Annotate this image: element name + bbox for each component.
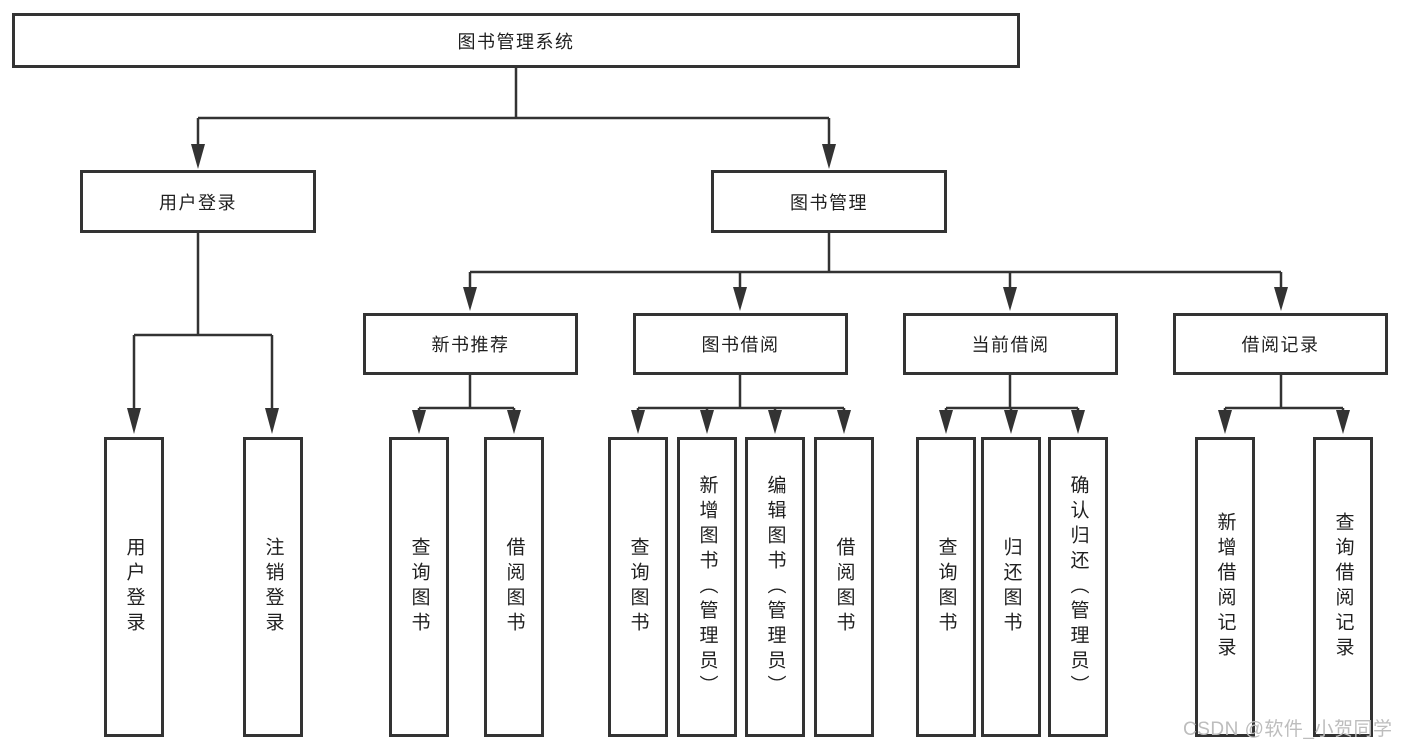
node-label: 当前借阅 xyxy=(971,335,1050,355)
node-label: 注销登录 xyxy=(262,537,284,637)
connector-userlogin-to-leaves xyxy=(132,233,274,409)
node-label: 借阅图书 xyxy=(503,537,525,637)
connector-newbook-to-leaves xyxy=(417,375,516,411)
node-borrow-books-borrow: 借阅图书 xyxy=(814,437,874,737)
node-label: 归还图书 xyxy=(1000,537,1022,637)
arrow-down-icon xyxy=(733,287,747,311)
arrow-down-icon xyxy=(837,410,851,434)
node-label: 新书推荐 xyxy=(431,335,510,355)
node-query-borrow-record: 查询借阅记录 xyxy=(1313,437,1373,737)
node-book-borrow: 图书借阅 xyxy=(633,313,848,375)
connector-records-to-leaves xyxy=(1223,375,1345,411)
arrowheads xyxy=(127,144,1350,434)
connector-bookborrow-to-leaves xyxy=(636,375,846,411)
node-label: 查询图书 xyxy=(408,537,430,637)
arrow-down-icon xyxy=(1071,410,1085,434)
node-confirm-return-admin: 确认归还（管理员） xyxy=(1048,437,1108,737)
node-label: 查询图书 xyxy=(935,537,957,637)
node-label: 图书管理系统 xyxy=(457,31,575,52)
node-label: 确认归还（管理员） xyxy=(1067,474,1089,700)
connector-paths xyxy=(132,68,1345,411)
node-borrow-books-recommend: 借阅图书 xyxy=(484,437,544,737)
connector-bookmgmt-to-level3 xyxy=(468,233,1283,288)
node-label: 图书管理 xyxy=(790,192,868,213)
node-library-system: 图书管理系统 xyxy=(12,13,1020,68)
node-label: 用户登录 xyxy=(159,192,237,213)
node-label: 借阅记录 xyxy=(1241,335,1320,355)
csdn-watermark: CSDN @软件_小贺同学 xyxy=(1183,719,1393,740)
node-label: 编辑图书（管理员） xyxy=(764,474,786,700)
arrow-down-icon xyxy=(127,408,141,434)
arrow-down-icon xyxy=(507,410,521,434)
arrow-down-icon xyxy=(631,410,645,434)
arrow-down-icon xyxy=(1336,410,1350,434)
node-add-borrow-record: 新增借阅记录 xyxy=(1195,437,1255,737)
arrow-down-icon xyxy=(1274,287,1288,311)
arrow-down-icon xyxy=(768,410,782,434)
arrow-down-icon xyxy=(700,410,714,434)
node-label: 用户登录 xyxy=(123,537,145,637)
node-query-books-recommend: 查询图书 xyxy=(389,437,449,737)
arrow-down-icon xyxy=(822,144,836,169)
arrow-down-icon xyxy=(191,144,205,169)
node-current-borrow: 当前借阅 xyxy=(903,313,1118,375)
node-label: 查询借阅记录 xyxy=(1332,512,1354,662)
node-borrow-records: 借阅记录 xyxy=(1173,313,1388,375)
arrow-down-icon xyxy=(939,410,953,434)
connector-root-to-level2 xyxy=(196,68,831,145)
node-query-books-borrow: 查询图书 xyxy=(608,437,668,737)
node-query-books-current: 查询图书 xyxy=(916,437,976,737)
arrow-down-icon xyxy=(265,408,279,434)
arrow-down-icon xyxy=(463,287,477,311)
node-label: 借阅图书 xyxy=(833,537,855,637)
node-label: 查询图书 xyxy=(627,537,649,637)
node-label: 新增图书（管理员） xyxy=(696,474,718,700)
arrow-down-icon xyxy=(1218,410,1232,434)
arrow-down-icon xyxy=(412,410,426,434)
node-edit-books-admin: 编辑图书（管理员） xyxy=(745,437,805,737)
node-logout: 注销登录 xyxy=(243,437,303,737)
node-user-login-leaf: 用户登录 xyxy=(104,437,164,737)
node-add-books-admin: 新增图书（管理员） xyxy=(677,437,737,737)
node-user-login: 用户登录 xyxy=(80,170,316,233)
arrow-down-icon xyxy=(1004,410,1018,434)
node-book-management: 图书管理 xyxy=(711,170,947,233)
node-new-book-recommend: 新书推荐 xyxy=(363,313,578,375)
node-label: 图书借阅 xyxy=(701,335,780,355)
node-return-books: 归还图书 xyxy=(981,437,1041,737)
connector-currentborrow-to-leaves xyxy=(944,375,1080,411)
node-label: 新增借阅记录 xyxy=(1214,512,1236,662)
arrow-down-icon xyxy=(1003,287,1017,311)
